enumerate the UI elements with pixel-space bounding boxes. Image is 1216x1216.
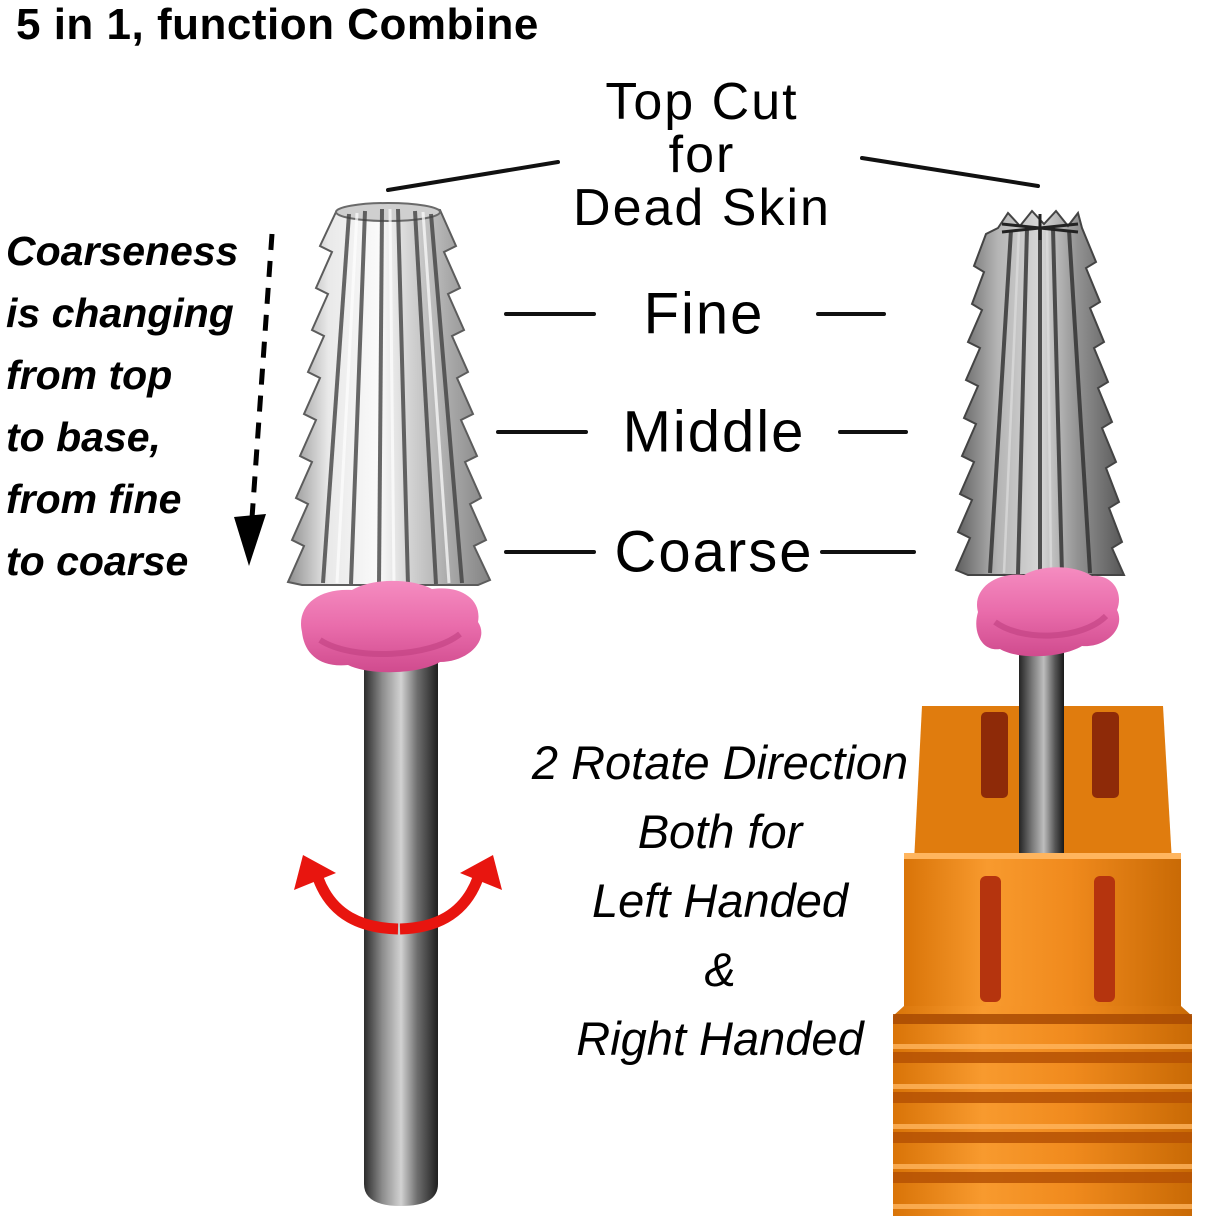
drill-bit-left xyxy=(286,202,492,1206)
holder-ribbed-base xyxy=(893,1006,1192,1216)
top-cut-line: Dead Skin xyxy=(573,179,831,237)
rotation-note-line: 2 Rotate Direction xyxy=(531,736,909,789)
holder-ribs xyxy=(893,1014,1192,1209)
left-pink-collar xyxy=(301,580,482,673)
topcut-line-left xyxy=(386,160,560,192)
holder-front-wall xyxy=(904,854,1181,1006)
rotation-arrows-icon xyxy=(294,855,502,935)
coarseness-note: Coarseness is changing from top to base,… xyxy=(6,220,238,592)
page-title: 5 in 1, function Combine xyxy=(16,0,539,49)
left-bit-flutes xyxy=(321,208,464,586)
rotation-note-line: Left Handed xyxy=(591,874,849,927)
coarseness-note-line: from fine xyxy=(6,476,182,522)
grade-label-fine: Fine xyxy=(643,281,765,347)
grade-label-coarse: Coarse xyxy=(614,519,814,585)
top-cut-line: Top Cut xyxy=(605,73,799,131)
topcut-line-right xyxy=(860,156,1040,188)
drill-bit-right xyxy=(954,209,1126,657)
left-bit-flute-highlights xyxy=(335,208,451,586)
top-cut-label: Top Cut for Dead Skin xyxy=(573,76,831,235)
coarseness-note-line: to coarse xyxy=(6,538,189,584)
holder-top-slot-right xyxy=(1092,712,1119,798)
label-connector-lines xyxy=(386,156,1040,554)
holder-front-slot-right xyxy=(1094,876,1115,1002)
holder-front-slot-left xyxy=(980,876,1001,1002)
right-bit-flute-highlights xyxy=(1002,226,1053,575)
right-pink-collar xyxy=(976,567,1120,657)
grade-label-middle: Middle xyxy=(622,399,806,465)
left-collar-swirl xyxy=(318,631,462,658)
right-bit-flutes xyxy=(988,227,1092,575)
holder-top-slot-left xyxy=(981,712,1008,798)
coarseness-note-line: Coarseness xyxy=(6,228,239,274)
bit-holder-front xyxy=(893,853,1192,1216)
rotation-note: 2 Rotate Direction Both for Left Handed … xyxy=(532,728,908,1073)
rotation-note-line: Both for xyxy=(637,805,803,858)
left-bit-head xyxy=(286,205,492,586)
coarseness-note-line: from top xyxy=(6,352,173,398)
rotation-note-line: & xyxy=(704,943,736,996)
right-shaft xyxy=(1019,646,1064,866)
right-bit-top-cut xyxy=(1001,214,1079,240)
coarseness-note-line: to base, xyxy=(6,414,161,460)
coarseness-dashed-arrow-icon xyxy=(234,233,275,566)
coarseness-note-line: is changing xyxy=(6,290,234,336)
right-collar-swirl xyxy=(993,613,1109,639)
rotation-note-line: Right Handed xyxy=(576,1012,864,1065)
top-cut-line: for xyxy=(668,126,736,184)
